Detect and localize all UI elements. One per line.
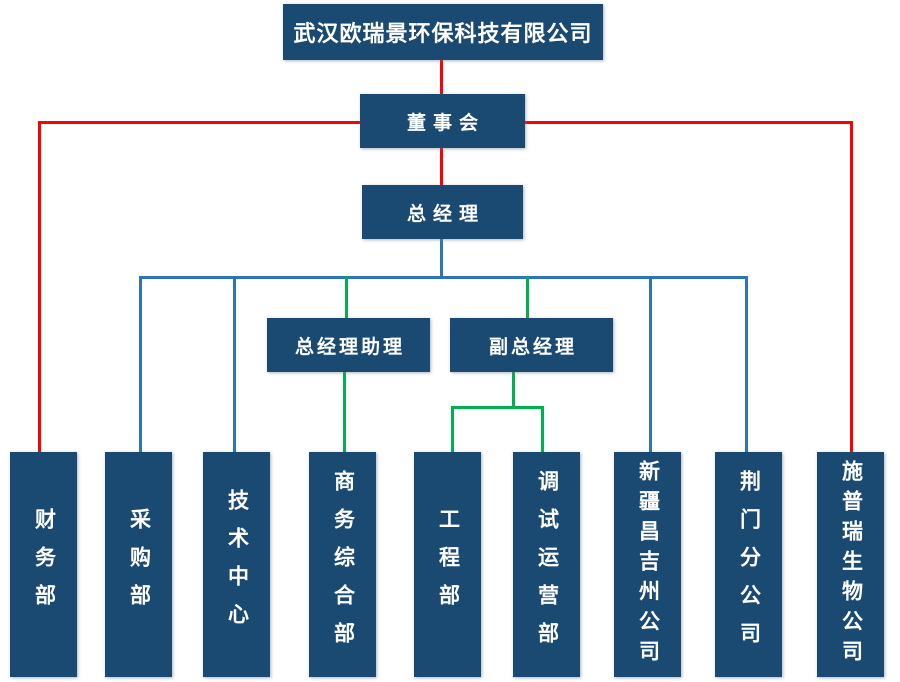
xinjiang-changji-company-label: 新疆昌吉州公司 [636, 459, 660, 670]
connector-bus-to-tech-center [233, 276, 236, 452]
connector-board-left-arm [38, 121, 360, 124]
company-title-label: 武汉欧瑞景环保科技有限公司 [293, 21, 593, 46]
node-board-of-directors: 董事会 [360, 94, 525, 148]
connector-title-to-board [440, 60, 443, 94]
connector-board-to-gm [440, 148, 443, 185]
connector-gm-to-bus [440, 239, 443, 279]
commissioning-operations-dept-label: 调试运营部 [535, 469, 559, 660]
connector-board-to-shipurui [850, 121, 853, 452]
node-gm-assistant: 总经理助理 [267, 318, 430, 372]
node-technology-center: 技术中心 [203, 452, 270, 677]
connector-board-right-arm [525, 121, 853, 124]
connector-assistant-to-business [343, 372, 346, 452]
node-procurement-dept: 采购部 [105, 452, 172, 677]
connector-deputy-stem [512, 372, 515, 409]
connector-split-to-commissioning [541, 406, 544, 452]
procurement-dept-label: 采购部 [127, 507, 151, 622]
connector-deputy-split-bar [451, 406, 544, 409]
board-label: 董事会 [406, 112, 485, 134]
connector-bus-to-deputy [526, 276, 529, 320]
node-general-manager: 总经理 [362, 185, 523, 239]
node-finance-dept: 财务部 [10, 452, 77, 677]
connector-bus-to-jingmen [745, 276, 748, 452]
jingmen-branch-label: 荆门分公司 [737, 469, 761, 660]
node-commissioning-operations-dept: 调试运营部 [513, 452, 580, 677]
connector-board-to-finance [38, 121, 41, 452]
shipurui-biological-company-label: 施普瑞生物公司 [839, 459, 863, 670]
node-xinjiang-changji-company: 新疆昌吉州公司 [614, 452, 681, 677]
node-company-title: 武汉欧瑞景环保科技有限公司 [283, 4, 603, 60]
technology-center-label: 技术中心 [225, 488, 249, 641]
deputy-gm-label: 副总经理 [488, 336, 577, 358]
finance-dept-label: 财务部 [32, 507, 56, 622]
connector-bus-to-xinjiang [649, 276, 652, 452]
gm-assistant-label: 总经理助理 [294, 336, 405, 358]
general-manager-label: 总经理 [406, 203, 485, 225]
business-general-dept-label: 商务综合部 [331, 469, 355, 660]
engineering-dept-label: 工程部 [436, 507, 460, 622]
node-business-general-dept: 商务综合部 [309, 452, 376, 677]
node-engineering-dept: 工程部 [414, 452, 481, 677]
node-jingmen-branch: 荆门分公司 [715, 452, 782, 677]
connector-gm-bus-bar [139, 276, 748, 279]
connector-bus-to-assistant [345, 276, 348, 320]
connector-bus-to-procurement [139, 276, 142, 452]
node-deputy-gm: 副总经理 [450, 318, 613, 372]
node-shipurui-biological-company: 施普瑞生物公司 [817, 452, 884, 677]
connector-split-to-engineering [451, 406, 454, 452]
